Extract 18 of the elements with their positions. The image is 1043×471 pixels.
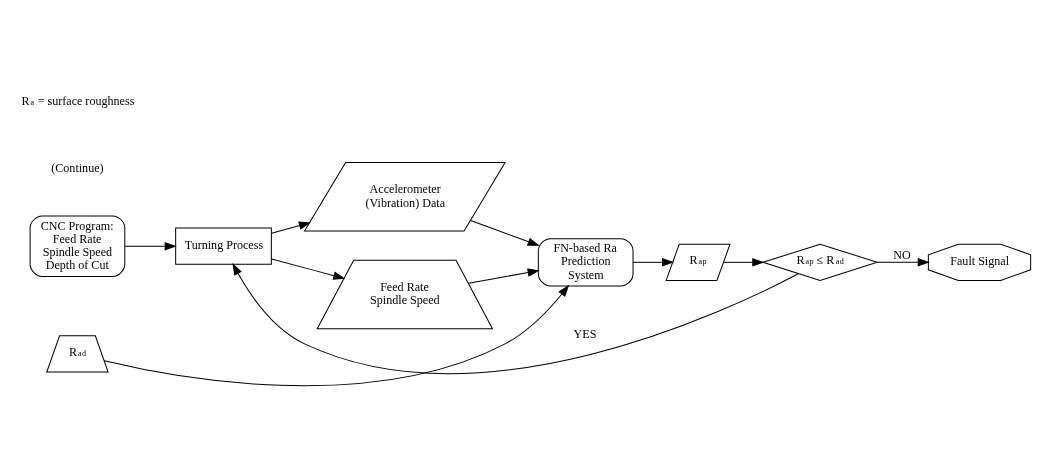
arrow xyxy=(124,241,177,251)
node-box: Turning Process xyxy=(175,227,272,265)
arrow xyxy=(271,258,346,280)
label: Ra = surface roughness xyxy=(21,94,135,109)
arrow xyxy=(103,284,570,387)
arrow xyxy=(271,221,311,234)
edge-label: YES xyxy=(573,327,597,342)
arrow xyxy=(877,258,930,267)
edge-label: NO xyxy=(893,247,911,262)
node-box: FN-based Ra Prediction System xyxy=(537,238,634,287)
arrow xyxy=(470,220,540,246)
arrow xyxy=(723,258,765,267)
node-diamond: Rap ≤ Rad xyxy=(761,243,879,281)
arrow xyxy=(632,258,675,267)
arrow xyxy=(467,268,540,284)
label: (Continue) xyxy=(51,160,104,175)
node-box: CNC Program: Feed Rate Spindle Speed Depth of Cut xyxy=(29,215,126,277)
arrow xyxy=(232,263,799,375)
